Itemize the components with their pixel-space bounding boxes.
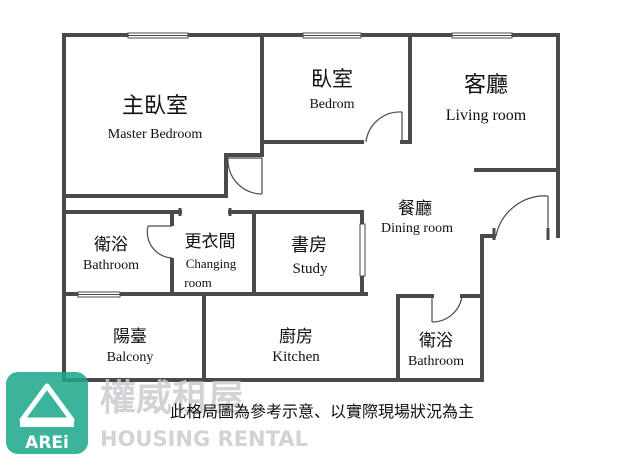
changing-room-label-en-1: Changing: [186, 256, 237, 271]
footer-disclaimer: 此格局圖為參考示意、以實際現場狀況為主: [170, 402, 474, 421]
bathroom-left-label-zh: 衛浴: [94, 235, 128, 255]
changing-room-label-en-2: room: [184, 275, 211, 290]
study-label-en: Study: [292, 261, 328, 277]
balcony-label-en: Balcony: [107, 350, 154, 365]
balcony-label-zh: 陽臺: [113, 327, 147, 347]
bedroom-label-zh: 臥室: [311, 67, 353, 91]
arei-logo-bar-icon: [20, 422, 74, 427]
study-label-zh: 書房: [291, 235, 327, 256]
master-bedroom-label-zh: 主臥室: [122, 94, 188, 119]
changing-room-label-zh: 更衣間: [185, 232, 236, 252]
living-room-label-zh: 客廳: [464, 73, 508, 98]
bedroom-label-en: Bedrom: [309, 97, 354, 112]
watermark-name-en: HOUSING RENTAL: [100, 427, 308, 451]
arei-logo-roof-icon: [19, 383, 75, 423]
bathroom-right-label-zh: 衛浴: [419, 331, 453, 351]
living-room-label-en: Living room: [446, 107, 527, 124]
arei-logo-icon: [6, 372, 88, 454]
bathroom-left-label-en: Bathroom: [83, 258, 139, 273]
watermark-name-zh: 權威租屋: [100, 378, 244, 419]
bathroom-right-label-en: Bathroom: [408, 354, 464, 369]
windows: [77, 32, 513, 298]
watermark: AREi 權威租屋 HOUSING RENTAL: [6, 372, 308, 454]
dining-room-label-en: Dining room: [381, 221, 453, 236]
master-bedroom-label-en: Master Bedroom: [108, 127, 203, 142]
dining-room-label-zh: 餐廳: [398, 199, 432, 219]
kitchen-label-en: Kitchen: [272, 349, 320, 365]
kitchen-label-zh: 廚房: [279, 326, 313, 347]
walls: [62, 33, 560, 382]
arei-logo-text: AREi: [25, 433, 69, 453]
doors: [146, 111, 550, 323]
room-labels: 主臥室 Master Bedroom 臥室 Bedrom 客廳 Living r…: [83, 67, 527, 369]
